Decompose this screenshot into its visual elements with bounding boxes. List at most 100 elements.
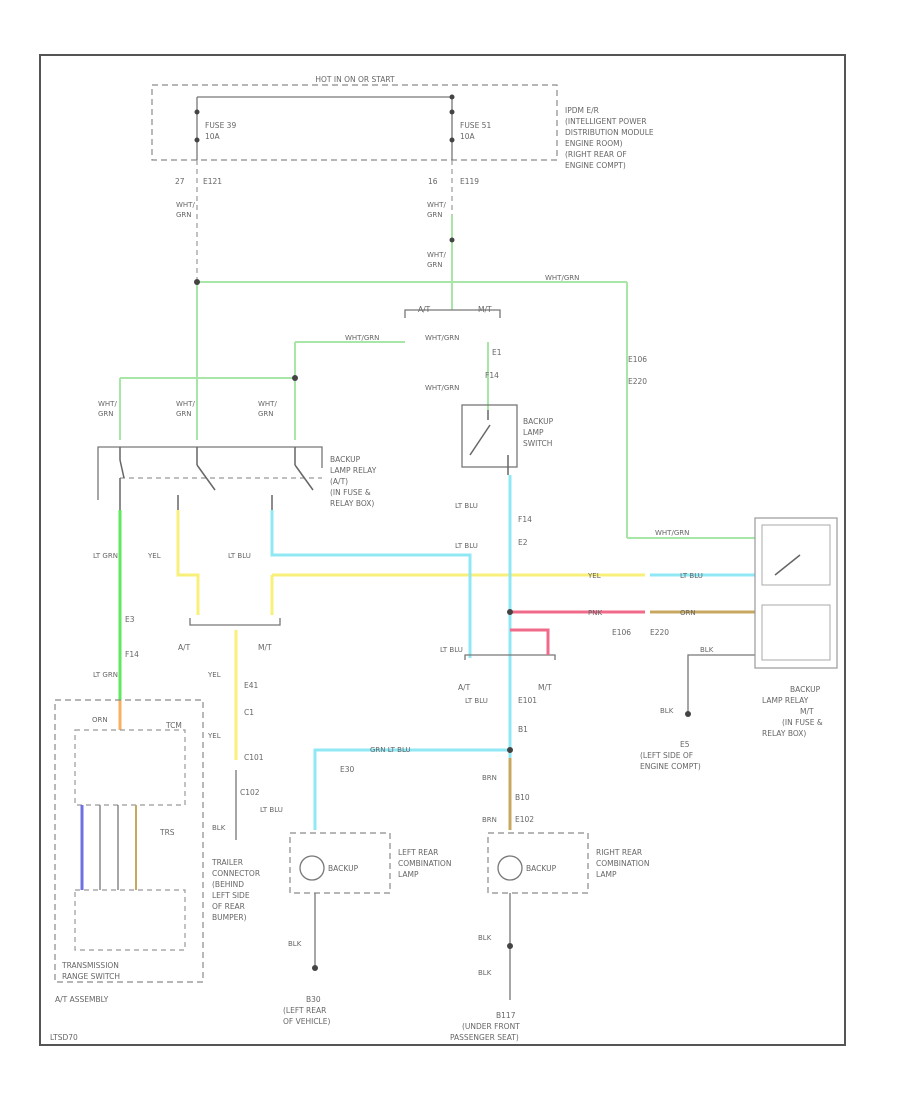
wire-label-grn-5: GRN xyxy=(176,410,192,418)
svg-text:RANGE SWITCH: RANGE SWITCH xyxy=(62,972,120,981)
wire-label-blk-right-2: BLK xyxy=(478,969,492,977)
wire-label-ltblu-4: LT BLU xyxy=(680,572,703,580)
svg-text:BACKUP: BACKUP xyxy=(523,417,554,426)
trailer-connector-label: TRAILER CONNECTOR (BEHIND LEFT SIDE OF R… xyxy=(211,858,260,922)
junction-dot-2 xyxy=(292,375,298,381)
conn-c101: C101 xyxy=(244,753,264,762)
right-feed-dot xyxy=(449,237,455,243)
conn-left-code: E121 xyxy=(203,177,222,186)
svg-text:CONNECTOR: CONNECTOR xyxy=(212,869,260,878)
wire-label-whtgrn-1: WHT/GRN xyxy=(545,274,579,282)
wire-lt-blu xyxy=(270,475,755,830)
wire-label-grn-6: GRN xyxy=(258,410,274,418)
wire-label-ltblu-2: LT BLU xyxy=(455,542,478,550)
svg-text:SWITCH: SWITCH xyxy=(523,439,552,448)
wire-label-blk-1: BLK xyxy=(700,646,714,654)
at-label-top: A/T xyxy=(418,305,431,314)
right-ground-mid-dot xyxy=(507,943,513,949)
conn-e3: E3 xyxy=(125,615,135,624)
fuse-left-top-dot xyxy=(194,109,200,115)
conn-f14-b: F14 xyxy=(125,650,139,659)
svg-text:ENGINE COMPT): ENGINE COMPT) xyxy=(640,762,701,771)
at-mt-split-top xyxy=(404,309,501,318)
trans-range-label: TRANSMISSION RANGE SWITCH xyxy=(61,961,120,981)
conn-f14-a: F14 xyxy=(485,371,499,380)
svg-text:BUMPER): BUMPER) xyxy=(212,913,247,922)
wire-label-whtgrn-2: WHT/GRN xyxy=(345,334,379,342)
ground-e5-label: E5 (LEFT SIDE OF ENGINE COMPT) xyxy=(640,740,701,771)
backup-relay-at xyxy=(97,446,323,510)
ipdm-label: IPDM E/R (INTELLIGENT POWER DISTRIBUTION… xyxy=(565,106,654,170)
conn-c102: C102 xyxy=(240,788,260,797)
svg-text:B30: B30 xyxy=(306,995,321,1004)
svg-text:RELAY BOX): RELAY BOX) xyxy=(330,499,374,508)
svg-text:COMBINATION: COMBINATION xyxy=(596,859,649,868)
at-label-center: A/T xyxy=(458,683,471,692)
tcm-label: TCM xyxy=(165,721,182,730)
at-mt-split-left xyxy=(189,618,281,626)
fuse-left-bot-dot xyxy=(194,137,200,143)
wht-grn-bus xyxy=(119,281,755,539)
wire-label-brn-2: BRN xyxy=(482,816,497,824)
conn-e102: E102 xyxy=(515,815,534,824)
wire-blk-ground xyxy=(687,654,755,712)
top-label: HOT IN ON OR START xyxy=(315,75,395,84)
svg-text:LAMP: LAMP xyxy=(596,870,617,879)
wire-label-yel-2: YEL xyxy=(587,572,601,580)
ipdm-box xyxy=(151,84,558,161)
wire-yel xyxy=(176,510,645,760)
wire-label-whtgrn-3: WHT/GRN xyxy=(425,334,459,342)
backup-lamp-switch-label: BACKUP LAMP SWITCH xyxy=(523,417,554,448)
wire-label-grnltblu: GRN LT BLU xyxy=(370,746,411,754)
left-rear-lamp-label: LEFT REAR COMBINATION LAMP xyxy=(398,848,451,879)
svg-text:(IN FUSE &: (IN FUSE & xyxy=(782,718,823,727)
trs-label: TRS xyxy=(159,828,175,837)
wire-label-yel-4: YEL xyxy=(207,732,221,740)
svg-text:LAMP: LAMP xyxy=(398,870,419,879)
svg-text:(LEFT SIDE OF: (LEFT SIDE OF xyxy=(640,751,693,760)
fuse-left-amps: 10A xyxy=(205,132,221,141)
fuse-right-mid-dot xyxy=(449,109,455,115)
wire-label-wht-4: WHT/ xyxy=(98,400,117,408)
left-rear-lamp xyxy=(289,832,391,894)
at-mt-split-center xyxy=(464,654,556,660)
svg-text:OF VEHICLE): OF VEHICLE) xyxy=(283,1017,330,1026)
tcm-box xyxy=(74,729,186,806)
svg-text:TRANSMISSION: TRANSMISSION xyxy=(61,961,119,970)
conn-e1: E1 xyxy=(492,348,502,357)
wire-label-ltblu-1: LT BLU xyxy=(228,552,251,560)
right-backup-label: BACKUP xyxy=(526,864,557,873)
svg-text:M/T: M/T xyxy=(800,707,814,716)
svg-text:RELAY BOX): RELAY BOX) xyxy=(762,729,806,738)
wire-label-blk-right-1: BLK xyxy=(478,934,492,942)
svg-text:LEFT SIDE: LEFT SIDE xyxy=(212,891,250,900)
svg-text:LEFT REAR: LEFT REAR xyxy=(398,848,438,857)
wire-label-grn-2: GRN xyxy=(427,211,443,219)
wire-label-wht-3: WHT/ xyxy=(427,251,446,259)
svg-text:COMBINATION: COMBINATION xyxy=(398,859,451,868)
wire-label-yel-1: YEL xyxy=(147,552,161,560)
mt-label-left: M/T xyxy=(258,643,272,652)
conn-e220-bot: E220 xyxy=(650,628,669,637)
svg-text:(UNDER FRONT: (UNDER FRONT xyxy=(462,1022,520,1031)
fuse-right-name: FUSE 51 xyxy=(460,121,491,130)
diagram-frame xyxy=(39,54,846,1046)
wire-label-ltblu-6: LT BLU xyxy=(465,697,488,705)
conn-e2: E2 xyxy=(518,538,528,547)
svg-text:RIGHT REAR: RIGHT REAR xyxy=(596,848,642,857)
ipdm-line-6: ENGINE COMPT) xyxy=(565,161,626,170)
svg-text:(A/T): (A/T) xyxy=(330,477,348,486)
right-rear-lamp-label: RIGHT REAR COMBINATION LAMP xyxy=(596,848,649,879)
wire-label-blk-left: BLK xyxy=(288,940,302,948)
wire-label-blk-2: BLK xyxy=(660,707,674,715)
backup-relay-mt-label: BACKUP LAMP RELAY M/T (IN FUSE & RELAY B… xyxy=(762,685,823,738)
fuse-right-bot-dot xyxy=(449,137,455,143)
junction-dot-4 xyxy=(507,609,513,615)
conn-b10: B10 xyxy=(515,793,530,802)
backup-relay-mt xyxy=(754,517,838,669)
wire-label-grn-4: GRN xyxy=(98,410,114,418)
ipdm-line-2: (INTELLIGENT POWER xyxy=(565,117,647,126)
svg-text:(LEFT REAR: (LEFT REAR xyxy=(283,1006,326,1015)
conn-right-code: E119 xyxy=(460,177,479,186)
wire-label-grn-1: GRN xyxy=(176,211,192,219)
